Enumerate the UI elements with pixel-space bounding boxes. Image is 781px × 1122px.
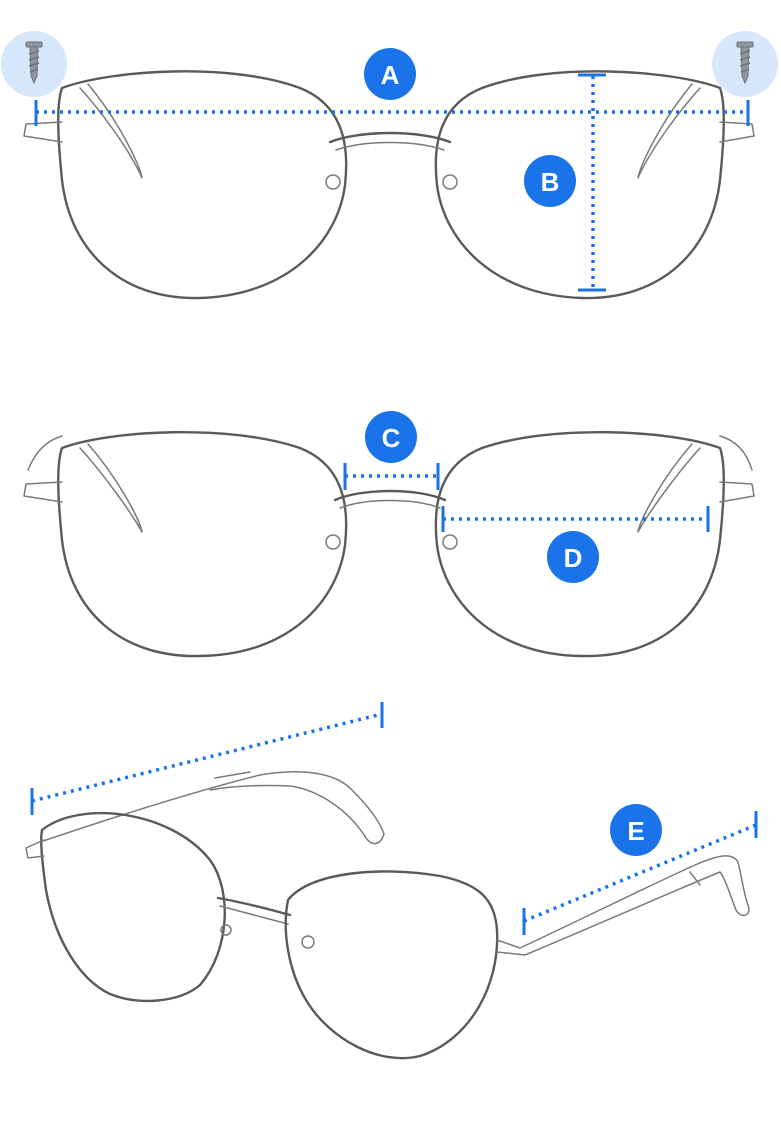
- front-view-middle: C D: [23, 411, 755, 658]
- label-c: C: [382, 423, 401, 453]
- label-a: A: [381, 60, 400, 90]
- label-d: D: [564, 543, 583, 573]
- right-lens-outline: [434, 70, 725, 300]
- perspective-view: E: [25, 702, 758, 1060]
- bridge: [333, 489, 447, 502]
- far-temple-arm: [39, 771, 385, 845]
- label-e-badge: E: [610, 804, 662, 856]
- label-a-badge: A: [364, 48, 416, 100]
- label-d-badge: D: [547, 531, 599, 583]
- right-lens-outline: [434, 431, 725, 658]
- label-e: E: [627, 816, 644, 846]
- bridge: [328, 131, 452, 144]
- label-b-badge: B: [524, 155, 576, 207]
- left-temple-inner: [79, 443, 143, 533]
- screw-icon: [1, 31, 67, 97]
- bridge: [216, 896, 292, 917]
- near-temple-arm: [496, 855, 750, 956]
- right-temple-inner: [637, 443, 701, 533]
- label-b: B: [541, 167, 560, 197]
- right-lens-outline: [284, 870, 499, 1060]
- screw-icon: [712, 31, 778, 97]
- dimension-line-temple-far: [31, 712, 383, 803]
- right-temple-inner: [637, 83, 701, 179]
- left-lens-outline: [40, 812, 226, 1003]
- left-temple-inner: [79, 83, 143, 179]
- label-c-badge: C: [365, 411, 417, 463]
- dimension-line-e: [523, 823, 757, 923]
- left-lens-outline: [57, 431, 348, 658]
- left-lens-outline: [57, 70, 348, 300]
- front-view-top: A B: [1, 31, 778, 300]
